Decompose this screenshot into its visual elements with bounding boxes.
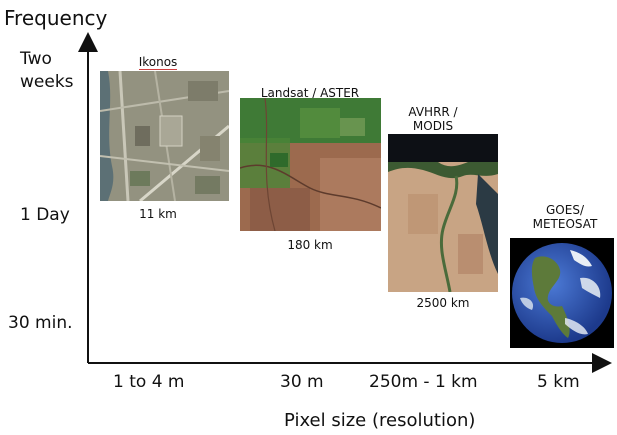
ikonos-label: Ikonos [138, 55, 178, 70]
avhrr-modis-swath: 2500 km [416, 296, 470, 310]
nile-desert-image [388, 134, 498, 292]
y-tick-30-min: 30 min. [8, 313, 73, 333]
ikonos-swath: 11 km [139, 207, 177, 221]
landsat-aster-swath: 180 km [287, 238, 333, 252]
urban-aerial-image [100, 71, 229, 201]
x-tick-1-to-4-m: 1 to 4 m [113, 372, 185, 392]
goes-meteosat-label: GOES/ METEOSAT [532, 203, 598, 231]
y-tick-1-day: 1 Day [20, 205, 70, 225]
landsat-aster-label: Landsat / ASTER [260, 86, 360, 100]
x-tick-250m-1km: 250m - 1 km [369, 372, 478, 392]
avhrr-modis-label: AVHRR / MODIS [408, 105, 458, 133]
x-tick-5-km: 5 km [537, 372, 580, 392]
earth-globe-image [510, 238, 614, 348]
frequency-title: Frequency [4, 6, 108, 30]
x-axis-label: Pixel size (resolution) [284, 410, 476, 431]
y-tick-two-weeks: Two weeks [20, 49, 74, 92]
agricultural-region-image [240, 98, 381, 231]
x-tick-30-m: 30 m [280, 372, 324, 392]
